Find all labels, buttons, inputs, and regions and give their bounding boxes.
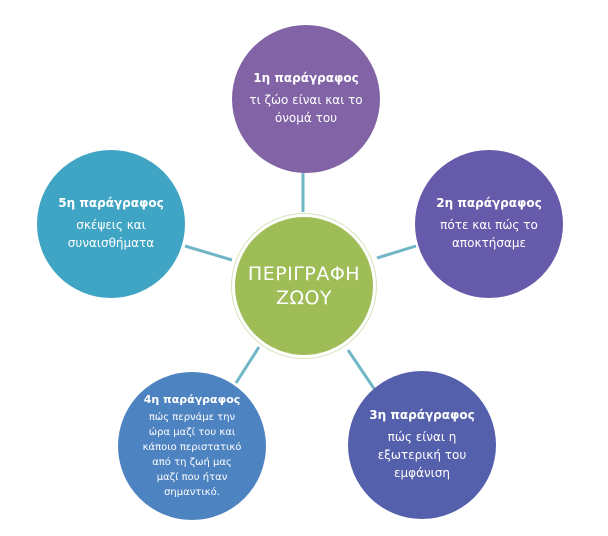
paragraph-1-text: τι ζώο είναι και το όνομά του: [249, 93, 363, 125]
connector-4: [234, 346, 261, 384]
connector-5: [184, 244, 233, 262]
center-node: ΠΕΡΙΓΡΑΦΗ ΖΩΟΥ: [232, 214, 376, 358]
paragraph-5-title: 5η παράγραφος: [58, 196, 164, 210]
connector-3: [346, 349, 377, 391]
paragraph-4-text: πώς περνάμε την ώρα μαζί του και κάποιο …: [142, 411, 242, 498]
paragraph-2-title: 2η παράγραφος: [436, 196, 542, 210]
paragraph-3-text: πώς είναι η εξωτερική του εμφάνιση: [377, 430, 467, 480]
paragraph-1-title: 1η παράγραφος: [253, 71, 359, 85]
paragraph-2-node: 2η παράγραφος πότε και πώς το αποκτήσαμε: [415, 150, 563, 298]
paragraph-4-node: 4η παράγραφος πώς περνάμε την ώρα μαζί τ…: [118, 372, 266, 520]
paragraph-5-node: 5η παράγραφος σκέψεις και συναισθήματα: [37, 150, 185, 298]
center-label: ΠΕΡΙΓΡΑΦΗ ΖΩΟΥ: [247, 263, 361, 309]
paragraph-4-title: 4η παράγραφος: [143, 392, 241, 406]
paragraph-3-node: 3η παράγραφος πώς είναι η εξωτερική του …: [348, 371, 496, 519]
paragraph-2-text: πότε και πώς το αποκτήσαμε: [440, 218, 538, 250]
connector-2: [376, 244, 417, 260]
paragraph-5-text: σκέψεις και συναισθήματα: [67, 218, 155, 250]
paragraph-1-node: 1η παράγραφος τι ζώο είναι και το όνομά …: [232, 25, 380, 173]
paragraph-3-title: 3η παράγραφος: [369, 408, 475, 422]
